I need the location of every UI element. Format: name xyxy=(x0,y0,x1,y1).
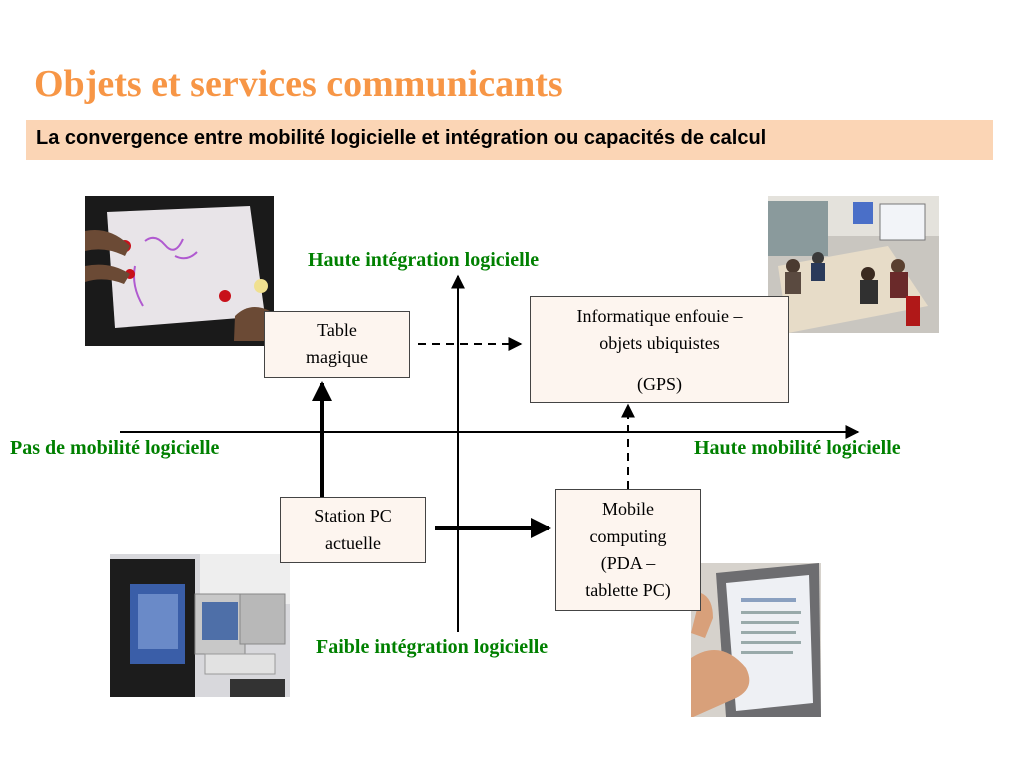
box-mobile-computing: Mobile computing (PDA – tablette PC) xyxy=(555,489,701,611)
slide-title: Objets et services communicants xyxy=(34,63,563,105)
subtitle-banner: La convergence entre mobilité logicielle… xyxy=(26,120,993,160)
axis-label-left: Pas de mobilité logicielle xyxy=(10,437,220,459)
tablet-pc-photo xyxy=(691,563,821,717)
axis-label-bottom: Faible intégration logicielle xyxy=(316,636,549,658)
axis-label-top: Haute intégration logicielle xyxy=(308,249,540,271)
box-table-line1: Table xyxy=(317,320,357,340)
box-station-line1: Station PC xyxy=(314,506,392,526)
box-ubiquitous-line2: objets ubiquistes xyxy=(599,333,720,353)
box-mobile-line3: (PDA – xyxy=(600,553,656,573)
box-ubiquitous-line1: Informatique enfouie – xyxy=(576,306,743,326)
box-mobile-line1: Mobile xyxy=(602,499,654,519)
box-station-line2: actuelle xyxy=(325,533,381,553)
pc-station-photo xyxy=(110,554,290,697)
axis-label-right: Haute mobilité logicielle xyxy=(694,437,901,459)
box-station-pc: Station PC actuelle xyxy=(280,497,426,563)
box-table-magique: Table magique xyxy=(264,311,410,378)
box-informatique-enfouie: Informatique enfouie – objets ubiquistes… xyxy=(530,296,789,403)
box-ubiquitous-line3: (GPS) xyxy=(636,374,682,394)
box-mobile-line4: tablette PC) xyxy=(585,580,671,600)
slide-subtitle: La convergence entre mobilité logicielle… xyxy=(36,127,767,149)
box-table-line2: magique xyxy=(306,347,368,367)
box-mobile-line2: computing xyxy=(589,526,667,546)
meeting-room-photo xyxy=(768,196,939,333)
